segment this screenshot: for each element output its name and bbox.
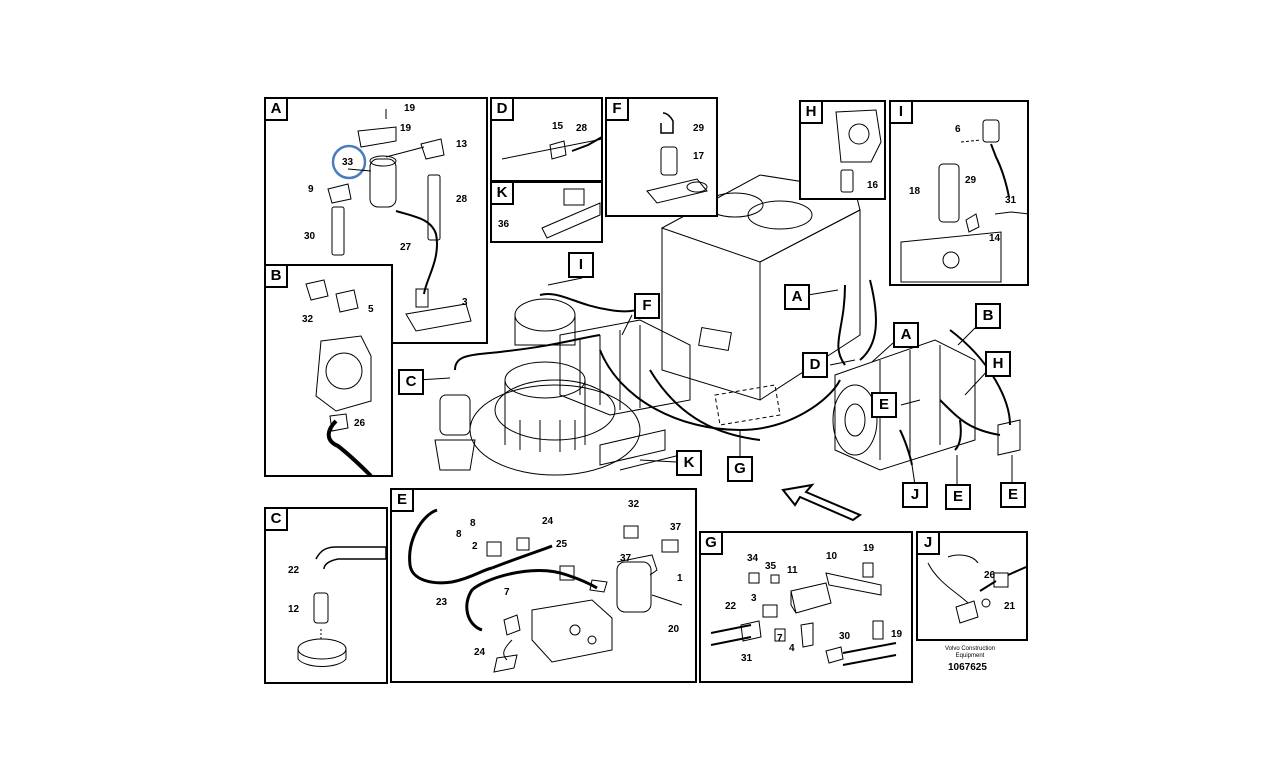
panel-a-tag: A xyxy=(266,99,288,121)
panel-g-tag: G xyxy=(701,533,723,555)
panel-f-tag: F xyxy=(607,99,629,121)
part-number: 28 xyxy=(576,123,588,134)
part-number: 29 xyxy=(965,175,977,186)
panel-d-tag: D xyxy=(492,99,514,121)
panel-j-tag: J xyxy=(918,533,940,555)
detail-panel-d: D 15 28 xyxy=(490,97,603,182)
part-number: 28 xyxy=(456,194,468,205)
callout-a-lower: A xyxy=(893,322,919,348)
part-number: 35 xyxy=(765,561,777,572)
part-number: 24 xyxy=(474,647,486,658)
part-number: 13 xyxy=(456,139,468,150)
part-number: 22 xyxy=(288,565,300,576)
part-number: 14 xyxy=(989,233,1001,244)
part-number: 3 xyxy=(462,297,468,308)
part-number: 19 xyxy=(891,629,903,640)
panel-c-tag: C xyxy=(266,509,288,531)
part-number: 33 xyxy=(342,157,354,168)
part-number: 32 xyxy=(302,314,314,325)
document-number: 1067625 xyxy=(948,662,987,673)
part-number: 25 xyxy=(556,539,568,550)
part-number: 19 xyxy=(863,543,875,554)
part-number: 6 xyxy=(955,124,961,135)
part-number: 3 xyxy=(751,593,757,604)
detail-panel-j: J 26 21 xyxy=(916,531,1028,641)
part-number: 4 xyxy=(789,643,795,654)
part-number: 11 xyxy=(787,565,798,576)
part-number: 23 xyxy=(436,597,448,608)
part-number: 7 xyxy=(504,587,510,598)
part-number: 30 xyxy=(304,231,316,242)
part-number: 2 xyxy=(472,541,478,552)
part-number: 32 xyxy=(628,499,640,510)
callout-c: C xyxy=(398,369,424,395)
part-number: 12 xyxy=(288,604,300,615)
brand-line-1: Volvo Construction xyxy=(944,646,996,652)
detail-panel-b: B 32 5 26 xyxy=(264,264,393,477)
part-number: 36 xyxy=(498,219,510,230)
panel-e-tag: E xyxy=(392,490,414,512)
part-number: 7 xyxy=(777,633,783,644)
part-number: 31 xyxy=(1005,195,1017,206)
callout-f: F xyxy=(634,293,660,319)
detail-panel-g: G 34 35 11 10 19 3 22 7 19 31 4 30 xyxy=(699,531,913,683)
detail-panel-k: K 36 xyxy=(490,181,603,243)
part-number: 37 xyxy=(620,553,632,564)
callout-e-upper: E xyxy=(871,392,897,418)
panel-k-tag: K xyxy=(492,183,514,205)
callout-g: G xyxy=(727,456,753,482)
part-number: 31 xyxy=(741,653,753,664)
part-number: 5 xyxy=(368,304,374,315)
part-number: 1 xyxy=(677,573,683,584)
callout-e-right: E xyxy=(1000,482,1026,508)
part-number: 8 xyxy=(456,529,462,540)
part-number: 15 xyxy=(552,121,564,132)
part-number: 19 xyxy=(404,103,416,114)
callout-i: I xyxy=(568,252,594,278)
part-number: 27 xyxy=(400,242,412,253)
panel-i-tag: I xyxy=(891,102,913,124)
part-number: 19 xyxy=(400,123,412,134)
callout-b: B xyxy=(975,303,1001,329)
callout-k: K xyxy=(676,450,702,476)
detail-panel-f: F 29 17 xyxy=(605,97,718,217)
callout-d: D xyxy=(802,352,828,378)
part-number: 29 xyxy=(693,123,705,134)
detail-panel-c: C 22 12 xyxy=(264,507,388,684)
panel-h-tag: H xyxy=(801,102,823,124)
part-number: 26 xyxy=(354,418,366,429)
part-number: 9 xyxy=(308,184,314,195)
callout-j: J xyxy=(902,482,928,508)
callout-a-upper: A xyxy=(784,284,810,310)
part-number: 30 xyxy=(839,631,851,642)
callout-h: H xyxy=(985,351,1011,377)
part-number: 37 xyxy=(670,522,682,533)
part-number: 21 xyxy=(1004,601,1016,612)
callout-e-middle: E xyxy=(945,484,971,510)
brand-caption: Volvo Construction Equipment xyxy=(930,646,1010,660)
part-number: 24 xyxy=(542,516,554,527)
part-number: 20 xyxy=(668,624,680,635)
part-number: 16 xyxy=(867,180,879,191)
part-number: 18 xyxy=(909,186,921,197)
part-number: 22 xyxy=(725,601,737,612)
detail-panel-h: H 16 xyxy=(799,100,886,200)
part-number: 10 xyxy=(826,551,838,562)
part-number: 26 xyxy=(984,570,996,581)
brand-line-2: Equipment xyxy=(955,653,985,659)
detail-panel-i: I 6 18 29 31 14 xyxy=(889,100,1029,286)
part-number: 17 xyxy=(693,151,705,162)
panel-b-tag: B xyxy=(266,266,288,288)
part-number: 8 xyxy=(470,518,476,529)
part-number: 34 xyxy=(747,553,759,564)
detail-panel-e: E 8 8 2 24 23 25 37 1 7 20 24 32 37 xyxy=(390,488,697,683)
